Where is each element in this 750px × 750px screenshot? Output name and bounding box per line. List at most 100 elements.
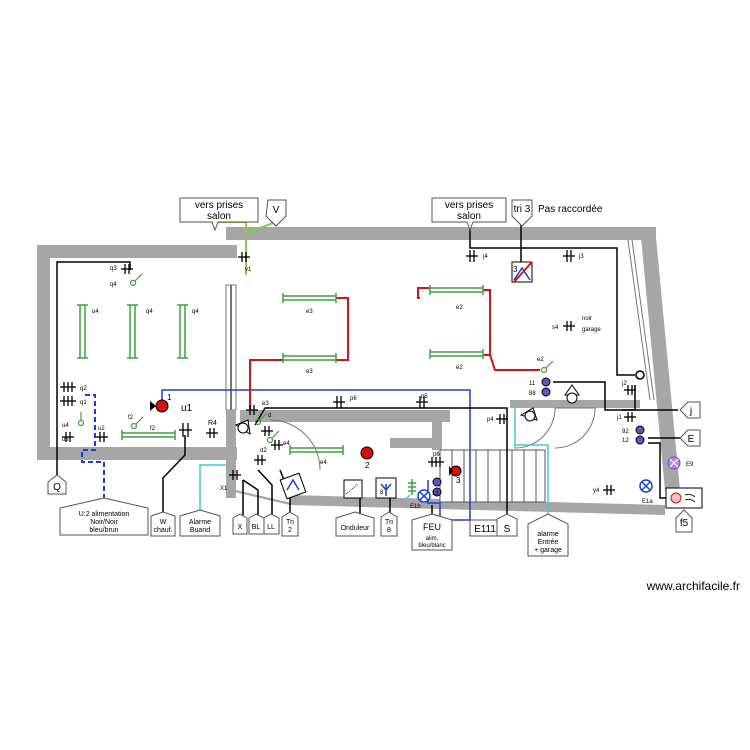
switch-j3 [563, 250, 575, 262]
walls [37, 227, 680, 515]
label-v1: v1 [245, 267, 252, 273]
switch-r4 [206, 428, 218, 438]
switch-j1 [624, 412, 636, 422]
wire-cyan-entree [514, 408, 549, 520]
socket-e2-top [429, 285, 484, 295]
callout-s: S [504, 524, 511, 535]
switch-j2 [624, 385, 636, 395]
window-right [627, 239, 655, 401]
label-num1: 1 [167, 393, 172, 402]
wall-left-room-top [37, 245, 237, 258]
switch-u1 [179, 423, 192, 437]
staircase [439, 449, 546, 503]
lamp-3-icon [449, 465, 462, 477]
switch-green-u4-icon [77, 412, 85, 427]
switch-u2 [96, 432, 108, 442]
wall-left-room-bottom [37, 447, 237, 460]
label-u4b: u4 [62, 423, 69, 429]
callout-onduleur: Onduleur [341, 525, 370, 532]
callout-u2-line1: U:2 alimentation [79, 511, 130, 518]
wire-red-e2-3 [489, 354, 540, 371]
wire-cyan-buand [199, 464, 226, 516]
indicator-11-88 [541, 377, 551, 397]
switch-green-e2-icon [540, 360, 554, 374]
callout-f5: f5 [680, 518, 689, 529]
label-y4: y4 [593, 488, 600, 494]
label-u2: u2 [98, 426, 105, 432]
label-j4: j4 [482, 254, 488, 260]
wall-right [640, 227, 680, 490]
label-num3b: 3 [456, 476, 461, 485]
label-n92: 92 [622, 429, 629, 435]
switch-green-f2-icon [130, 416, 144, 430]
label-f2b: f2 [150, 426, 156, 432]
alarm-e1a-icon [639, 479, 653, 493]
label-noir-line2: garage [582, 327, 601, 333]
switch-y4 [603, 485, 615, 495]
wire-red-e2 [417, 287, 430, 299]
callout-alarme-buand-line2: Buand [190, 527, 210, 534]
callout-alarme-entree-line1: alarme [537, 531, 559, 538]
watermark-archifacile: www.archifacile.fr [646, 579, 740, 593]
socket-q4-right [177, 304, 188, 359]
callout-w-line2: chauf. [153, 527, 172, 534]
label-e4a: e4 [283, 441, 290, 447]
callout-w-line1: W [160, 519, 167, 526]
wire-black-11 [553, 381, 636, 411]
label-j2: j2 [621, 381, 627, 387]
switch-x1 [229, 470, 241, 480]
switch-green-e4-icon [266, 430, 280, 444]
wire-cyan-e1b [404, 494, 411, 501]
label-e2b: e2 [456, 365, 463, 371]
wall-main-bottom [290, 495, 665, 515]
switch-green-q4-icon [129, 273, 143, 287]
callout-vers-prises-right-line1: vers prises [445, 200, 493, 211]
label-p6b: p6 [433, 452, 440, 458]
label-e3a: e3 [262, 401, 269, 407]
label-d2: d2 [260, 448, 267, 454]
label-q4a: q4 [110, 282, 117, 288]
label-x1: X1 [220, 486, 228, 492]
wire-red-e2-2 [483, 289, 491, 356]
callout-tri2-line1: Tri [286, 519, 294, 526]
tri8-antenna-icon [375, 477, 397, 499]
callout-e111: E111 [474, 524, 496, 535]
socket-u4-left [77, 304, 88, 359]
label-p5: p5 [421, 394, 428, 400]
label-d: d [268, 413, 271, 419]
socket-f2 [121, 430, 176, 440]
label-e3b: e3 [306, 309, 313, 315]
wire-black-left-room [56, 261, 131, 475]
switch-p6b [428, 457, 444, 467]
switch-u3 [62, 432, 74, 442]
label-u3: u3 [62, 437, 69, 443]
label-u4a: u4 [92, 309, 99, 315]
switch-q1 [60, 396, 76, 406]
label-q3: q3 [110, 266, 117, 272]
switch-j4 [466, 250, 478, 262]
switch-green-e3-icon [254, 412, 268, 426]
tri3-antenna-icon [511, 261, 533, 283]
wall-lamp-icon [234, 384, 580, 436]
label-f2a: f2 [128, 415, 134, 421]
callout-tri3: tri 3 [514, 204, 531, 215]
label-e9: E9 [686, 462, 694, 468]
wire-blue-dashed [81, 394, 105, 510]
label-u1: u1 [181, 403, 193, 414]
switch-d2 [254, 455, 266, 465]
callout-j: j [689, 406, 692, 417]
sockets-green [77, 285, 484, 455]
wall-lower-left [226, 410, 236, 498]
wire-black-j4 [469, 220, 635, 376]
wire-red-e3 [249, 359, 283, 410]
label-e3c: e3 [306, 369, 313, 375]
green-bars-icon [408, 479, 416, 495]
switch-e4 [271, 440, 283, 450]
callout-alarme-buand-line1: Alarme [189, 519, 211, 526]
wire-blue-main [161, 389, 471, 521]
callout-feu-alim-line1: alim. [426, 536, 439, 542]
callout-bl: BL [252, 524, 261, 531]
indicator-92-12 [635, 425, 645, 445]
socket-e3-bottom [282, 353, 337, 363]
label-num2: 2 [365, 461, 370, 470]
